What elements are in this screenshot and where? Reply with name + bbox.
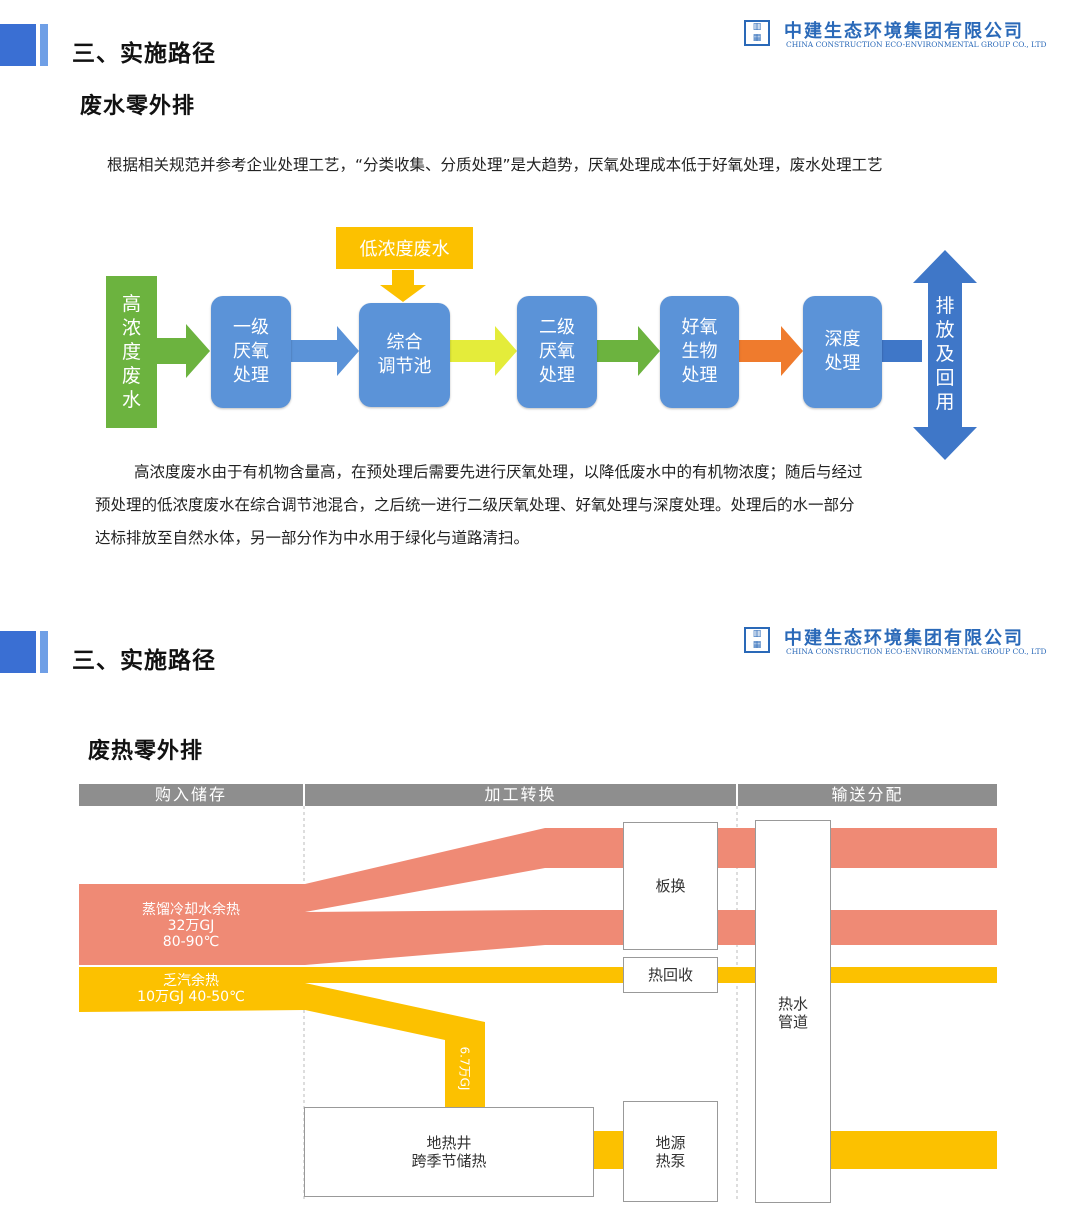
source-exhaust-steam-heat: 乏汽余热 10万GJ 40-50℃	[137, 973, 245, 1005]
accent-bar	[0, 24, 36, 66]
box-ground-source-heat-pump: 地源 热泵	[623, 1101, 718, 1202]
branch-label: 6.7万GJ	[457, 1046, 472, 1091]
subtitle-2: 废热零外排	[88, 739, 204, 764]
column-header-processing: 加工转换	[305, 784, 736, 806]
box-plate-heat-exchanger: 板换	[623, 822, 718, 950]
flow-salmon-upper	[79, 828, 997, 912]
flow-yellow-branch	[79, 983, 485, 1108]
body-line-1: 高浓度废水由于有机物含量高，在预处理后需要先进行厌氧处理，以降低废水中的有机物浓…	[134, 463, 863, 481]
subtitle: 废水零外排	[80, 94, 196, 119]
step-secondary-anaerobic: 二级 厌氧 处理	[517, 296, 597, 408]
step-equalization-tank: 综合 调节池	[359, 303, 450, 407]
box-geothermal-storage: 地热井 跨季节储热	[304, 1107, 594, 1197]
step-advanced-treatment: 深度 处理	[803, 296, 882, 408]
source-distillation-cooling-heat: 蒸馏冷却水余热 32万GJ 80-90℃	[142, 902, 240, 950]
section-title: 三、实施路径	[72, 41, 216, 67]
process-arrows	[157, 250, 977, 460]
company-logo-icon-2: ▥▦	[744, 627, 770, 653]
arrow-blue-1	[291, 326, 359, 376]
step-aerobic-biological: 好氧 生物 处理	[660, 296, 739, 408]
arrow-orange	[739, 326, 803, 376]
company-name-cn-2: 中建生态环境集团有限公司	[784, 628, 1024, 649]
column-header-purchase-storage: 购入储存	[79, 784, 303, 806]
company-logo-icon: ▥▦	[744, 20, 770, 46]
intro-text: 根据相关规范并参考企业处理工艺，“分类收集、分质处理”是大趋势，厌氧处理成本低于…	[107, 156, 883, 174]
box-hot-water-pipe: 热水 管道	[755, 820, 831, 1203]
arrow-blue-2	[882, 340, 922, 362]
accent-bar-thin-2	[40, 631, 48, 673]
output-double-arrow	[913, 250, 977, 460]
arrow-green-2	[597, 326, 660, 376]
arrow-lime	[450, 326, 517, 376]
flow-yellow-pump-out	[831, 1131, 997, 1169]
company-name-en-2: CHINA CONSTRUCTION ECO-ENVIRONMENTAL GRO…	[786, 647, 1047, 656]
section-title-2: 三、实施路径	[72, 648, 216, 674]
arrow-green-1	[157, 324, 210, 378]
body-line-2: 预处理的低浓度废水在综合调节池混合，之后统一进行二级厌氧处理、好氧处理与深度处理…	[95, 496, 855, 514]
body-line-3: 达标排放至自然水体，另一部分作为中水用于绿化与道路清扫。	[95, 529, 530, 547]
low-concentration-wastewater: 低浓度废水	[336, 227, 473, 269]
step-primary-anaerobic: 一级 厌氧 处理	[211, 296, 291, 408]
arrow-down-orange	[380, 270, 426, 302]
output-label: 排 放 及 回 用	[935, 295, 955, 413]
accent-bar-thin	[40, 24, 48, 66]
company-name-en: CHINA CONSTRUCTION ECO-ENVIRONMENTAL GRO…	[786, 40, 1047, 49]
column-header-distribution: 输送分配	[738, 784, 997, 806]
flow-yellow-pump-in	[594, 1131, 624, 1169]
high-concentration-wastewater: 高 浓 度 废 水	[106, 276, 157, 428]
accent-bar-2	[0, 631, 36, 673]
company-name-cn: 中建生态环境集团有限公司	[784, 21, 1024, 42]
box-heat-recovery: 热回收	[623, 957, 718, 993]
